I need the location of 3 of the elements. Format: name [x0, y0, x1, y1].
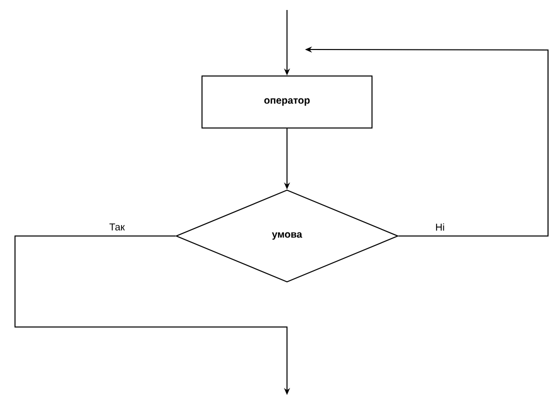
edge-label: Так: [108, 222, 126, 232]
edge-label: Ні: [434, 222, 446, 232]
process-box: оператор: [202, 76, 372, 128]
